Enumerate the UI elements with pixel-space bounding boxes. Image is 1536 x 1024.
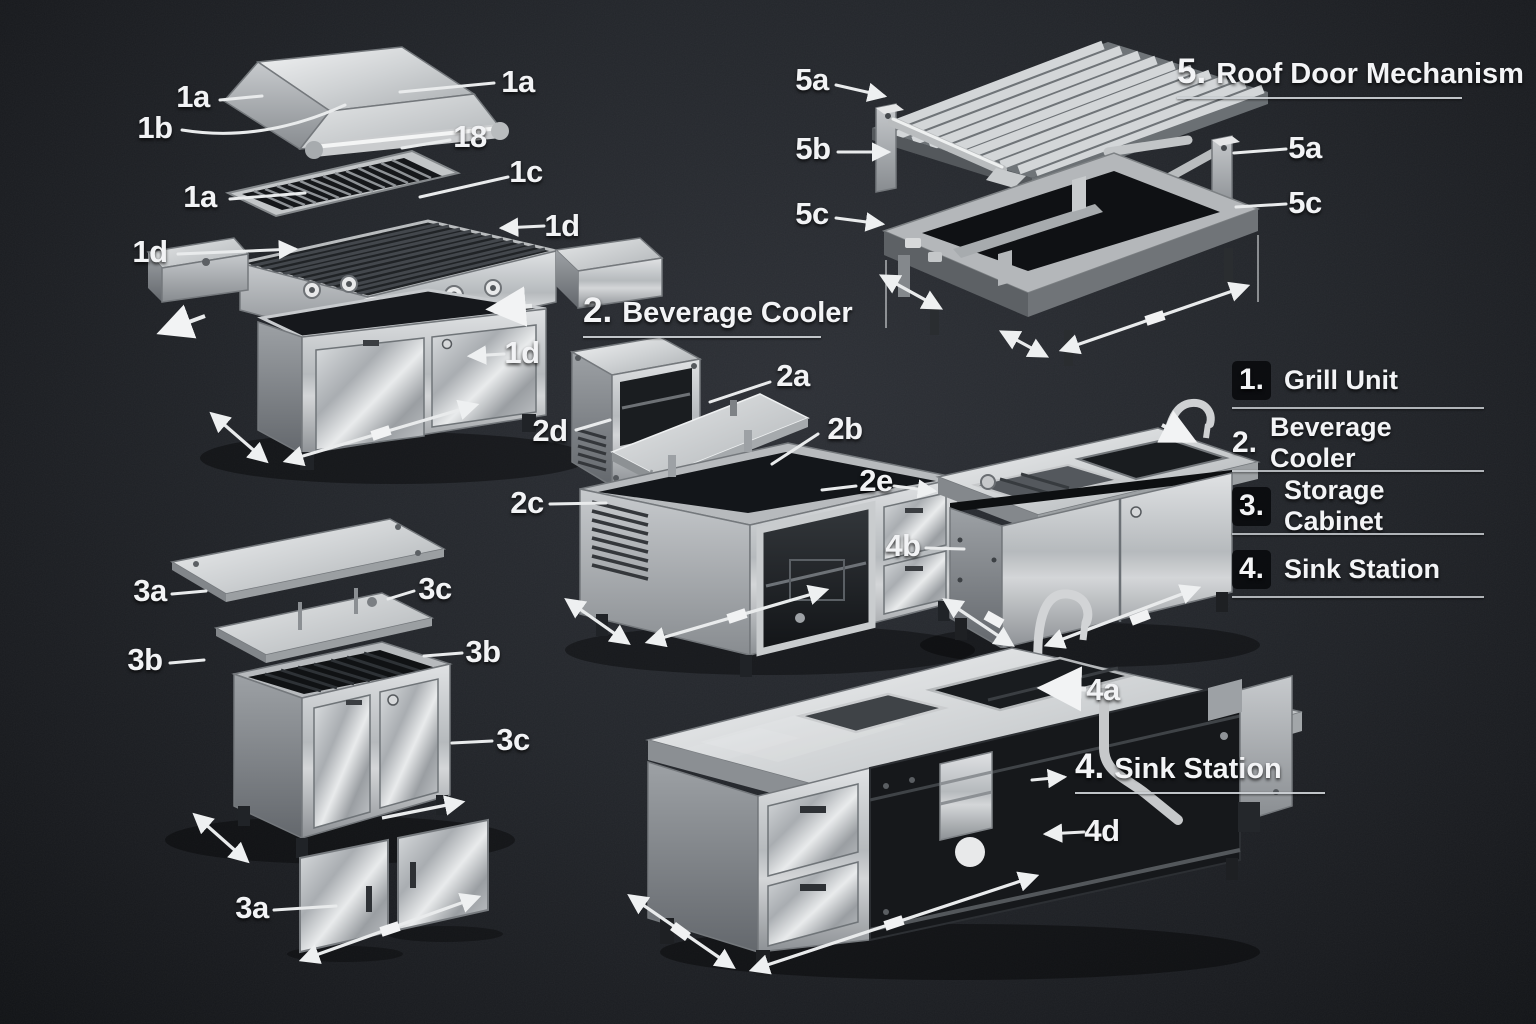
legend-item-sink: 4. Sink Station [1232,549,1484,598]
legend-divider [1232,533,1484,535]
callout-label-1c: 1c [509,154,543,189]
callout-label-2e: 2e [859,463,893,498]
heading-underline [1177,97,1462,99]
beverage-cooler-illustration [564,336,975,677]
legend-number: 1. [1232,360,1272,400]
section-heading-roof: 5. Roof Door Mechanism [1177,52,1524,99]
callout-label-18: 18 [453,119,487,154]
grill-unit-illustration [146,46,664,484]
section-number: 5. [1177,52,1207,91]
legend-item-grill: 1. Grill Unit [1232,360,1484,409]
section-title: Roof Door Mechanism [1216,58,1524,90]
callout-label-2a: 2a [776,358,810,393]
callout-leader-lines [168,81,1288,912]
callout-label-5c: 5c [1288,185,1322,220]
callout-label-2c: 2c [510,485,544,520]
callout-label-5c: 5c [795,196,829,231]
callout-label-3a: 3a [133,573,167,608]
legend-number: 3. [1232,486,1272,526]
callout-label-5a: 5a [1288,130,1322,165]
legend-item-cooler: 2. Beverage Cooler [1232,412,1484,473]
callout-label-5b: 5b [795,131,831,166]
legend-divider [1232,407,1484,409]
callout-label-3b: 3b [127,642,163,677]
callout-label-4a: 4a [1086,672,1120,707]
callout-label-4d: 4d [1084,813,1120,848]
callout-label-1d: 1d [544,208,580,243]
sink-station-illustration [627,589,1303,980]
callout-label-3c: 3c [496,722,530,757]
legend-label: Sink Station [1284,553,1441,584]
section-heading-cooler: 2. Beverage Cooler [583,291,853,338]
roof-mechanism-illustration [872,40,1268,366]
legend-divider [1232,470,1484,472]
callout-label-5a: 5a [795,62,829,97]
callout-label-4b: 4b [885,528,921,563]
heading-underline [583,336,821,338]
section-title: Beverage Cooler [622,297,853,329]
callout-label-2d: 2d [532,413,568,448]
callout-label-3a: 3a [235,890,269,925]
callout-label-1a: 1a [176,79,210,114]
section-heading-sink: 4. Sink Station [1075,747,1325,794]
callout-label-3b: 3b [465,634,501,669]
callout-label-1a: 1a [183,179,217,214]
callout-label-2b: 2b [827,411,863,446]
heading-underline [1075,792,1325,794]
callout-label-1d: 1d [132,234,168,269]
legend-divider [1232,596,1484,598]
sink-unit-illustration [920,398,1261,670]
legend-number: 2. [1232,425,1258,459]
storage-cabinet-illustration [165,518,515,964]
callout-label-1d: 1d [504,335,540,370]
legend-label: Beverage Cooler [1270,412,1392,473]
section-number: 4. [1075,747,1105,786]
callout-label-3c: 3c [418,571,452,606]
legend-label: Storage Cabinet [1284,475,1385,536]
legend-label: Grill Unit [1284,364,1399,395]
legend-number: 4. [1232,549,1272,589]
callout-label-1a: 1a [501,64,535,99]
callout-label-1b: 1b [137,110,173,145]
legend-item-storage: 3. Storage Cabinet [1232,475,1484,536]
legend: 1. Grill Unit 2. Beverage Cooler 3. Stor… [1232,360,1484,612]
section-title: Sink Station [1114,753,1282,785]
section-number: 2. [583,291,613,330]
